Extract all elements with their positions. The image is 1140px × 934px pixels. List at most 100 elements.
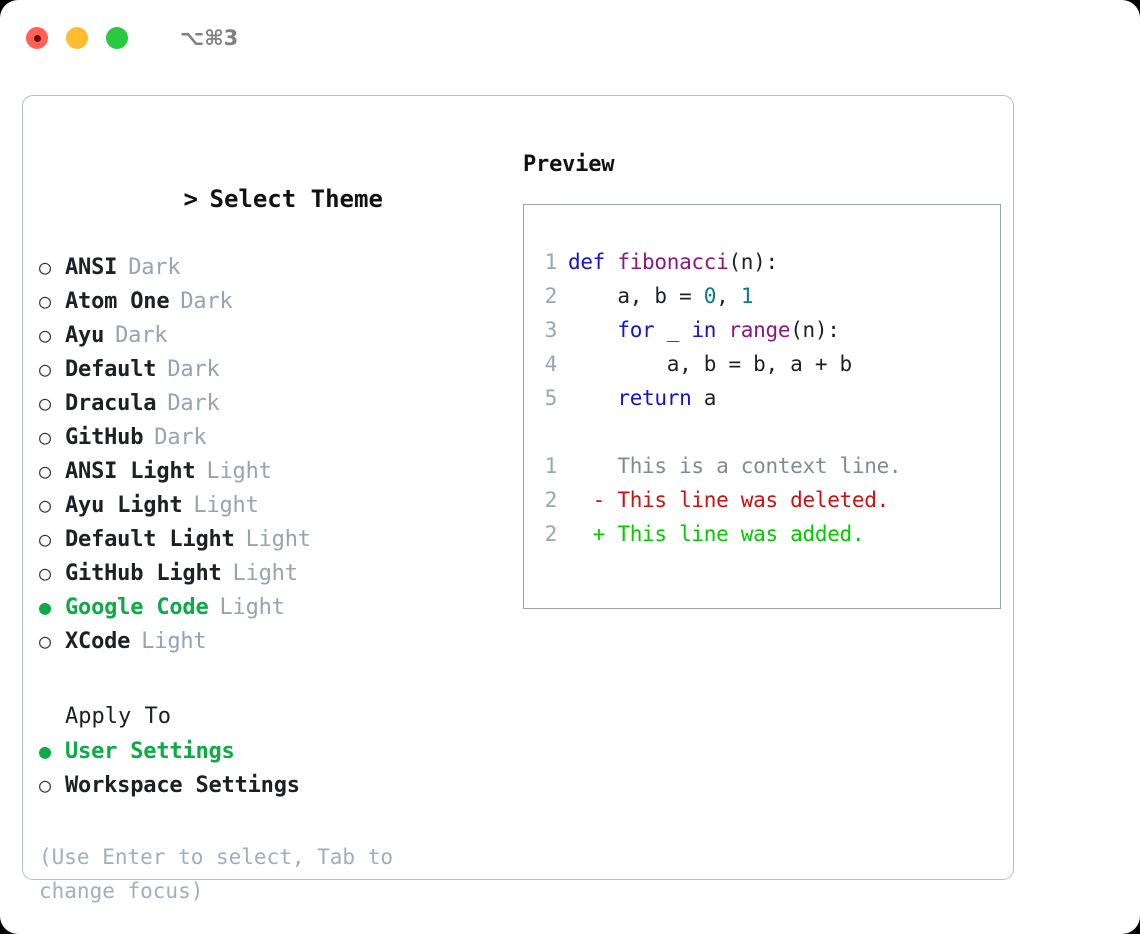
- line-number: 2: [544, 522, 558, 546]
- theme-item-ansi[interactable]: ○ ANSI Dark: [39, 250, 507, 284]
- code-token-kw: in: [691, 318, 717, 342]
- radio-unselected-icon: ○: [39, 459, 52, 483]
- apply-to-item-user-settings[interactable]: ●User Settings: [39, 734, 507, 768]
- theme-item-kind: Dark: [167, 391, 220, 416]
- zoom-button[interactable]: [106, 27, 128, 49]
- diff-preview: 1 This is a context line. 2 - This line w…: [538, 449, 1000, 551]
- code-token-punc: (n):: [728, 250, 778, 274]
- radio-unselected-icon: ○: [39, 493, 52, 517]
- line-number: 4: [544, 352, 558, 376]
- theme-item-kind: Light: [141, 629, 207, 654]
- theme-item-kind: Dark: [115, 323, 168, 348]
- apply-to-item-label: Workspace Settings: [65, 773, 300, 798]
- diff-marker: [568, 449, 605, 483]
- code-token-kw: def: [568, 250, 618, 274]
- theme-item-label: ANSI Light: [65, 459, 196, 484]
- theme-item-github-light[interactable]: ○ GitHub Light Light: [39, 556, 507, 590]
- theme-item-kind: Dark: [154, 425, 207, 450]
- diff-marker: -: [568, 488, 606, 512]
- theme-item-label: GitHub: [65, 425, 144, 450]
- keyboard-shortcut-label: ⌥⌘3: [180, 26, 239, 50]
- code-line: 2 a, b = 0, 1: [538, 279, 1000, 313]
- code-token-plain: _: [654, 318, 692, 342]
- theme-list-heading-label: Select Theme: [209, 185, 383, 213]
- radio-unselected-icon: ○: [39, 561, 52, 585]
- apply-to-item-workspace-settings[interactable]: ○ Workspace Settings: [39, 768, 507, 802]
- radio-unselected-icon: ○: [39, 255, 52, 279]
- code-token-fn: fibonacci: [617, 250, 729, 274]
- diff-line-text: This line was added.: [605, 522, 865, 546]
- code-token-kw: return: [617, 386, 692, 410]
- code-token-num: 0: [703, 284, 717, 308]
- radio-unselected-icon: ○: [39, 357, 52, 381]
- diff-line-text: This line was deleted.: [605, 488, 889, 512]
- preview-spacer: [538, 415, 1000, 449]
- theme-item-kind: Light: [193, 493, 259, 518]
- code-token-plain: ,: [716, 284, 741, 308]
- preview-title: Preview: [523, 152, 615, 177]
- code-token-fn: range: [728, 318, 791, 342]
- radio-unselected-icon: ○: [39, 425, 52, 449]
- theme-item-label: Ayu Light: [65, 493, 183, 518]
- line-number: 1: [544, 454, 558, 478]
- code-line: 5 return a: [538, 381, 1000, 415]
- theme-item-label: GitHub Light: [65, 561, 222, 586]
- theme-list-heading: > Select Theme: [39, 148, 507, 250]
- line-number: 2: [544, 488, 558, 512]
- close-button[interactable]: [26, 27, 48, 49]
- code-token-kw: for: [617, 318, 655, 342]
- theme-item-kind: Dark: [128, 255, 181, 280]
- apply-to-heading: Apply To: [65, 704, 171, 729]
- radio-selected-icon: ●: [39, 595, 52, 619]
- prompt-marker-icon: >: [183, 185, 198, 213]
- radio-selected-icon: ●: [39, 739, 52, 763]
- theme-item-label: ANSI: [65, 255, 118, 280]
- code-line-text: return a: [568, 381, 716, 415]
- diff-marker: +: [568, 522, 606, 546]
- theme-item-label: Atom One: [65, 289, 170, 314]
- theme-item-kind: Dark: [180, 289, 233, 314]
- theme-item-kind: Dark: [167, 357, 220, 382]
- code-token-num: 1: [740, 284, 754, 308]
- radio-unselected-icon: ○: [39, 527, 52, 551]
- titlebar: ⌥⌘3: [0, 0, 1140, 76]
- theme-item-ayu-light[interactable]: ○ Ayu Light Light: [39, 488, 507, 522]
- theme-item-github[interactable]: ○ GitHub Dark: [39, 420, 507, 454]
- radio-unselected-icon: ○: [39, 629, 52, 653]
- code-token-plain: [716, 318, 728, 342]
- code-token-plain: a, b = b, a + b: [568, 352, 852, 376]
- code-line: 3 for _ in range(n):: [538, 313, 1000, 347]
- theme-item-google-code[interactable]: ● Google Code Light: [39, 590, 507, 624]
- section-spacer: [39, 658, 507, 700]
- code-token-plain: a: [691, 386, 717, 410]
- line-number: 2: [544, 284, 558, 308]
- line-number: 3: [544, 318, 558, 342]
- code-line-text: def fibonacci(n):: [568, 245, 778, 279]
- diff-line-ctx: 1 This is a context line.: [538, 449, 1000, 483]
- theme-item-label: Google Code: [65, 595, 209, 620]
- code-token-plain: a, b =: [568, 284, 704, 308]
- theme-item-kind: Light: [232, 561, 298, 586]
- apply-to-list: ●User Settings ○ Workspace Settings: [39, 734, 507, 802]
- radio-unselected-icon: ○: [39, 773, 52, 797]
- code-token-plain: [568, 386, 617, 410]
- code-line-text: a, b = 0, 1: [568, 279, 753, 313]
- theme-item-label: Default Light: [65, 527, 235, 552]
- code-line-text: for _ in range(n):: [568, 313, 839, 347]
- minimize-button[interactable]: [66, 27, 88, 49]
- keyboard-hint-text: (Use Enter to select, Tab to change focu…: [39, 845, 406, 903]
- theme-item-label: Dracula: [65, 391, 157, 416]
- theme-item-kind: Light: [219, 595, 285, 620]
